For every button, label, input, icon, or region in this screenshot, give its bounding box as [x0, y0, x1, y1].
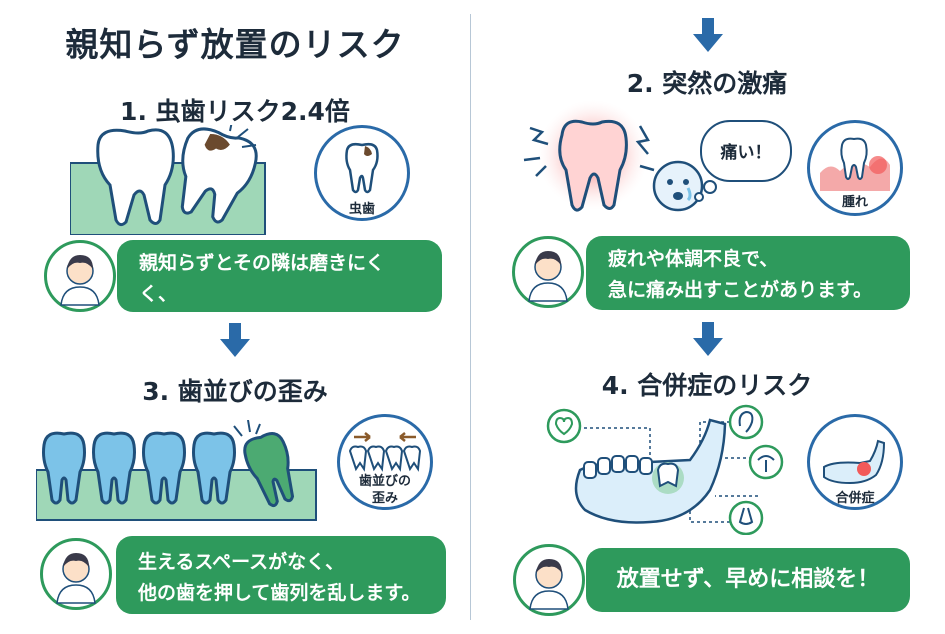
section3-speech-bubble: 生えるスペースがなく、 他の歯を押して歯列を乱します。 [116, 536, 446, 614]
bubble-line: 急に痛み出すことがあります。 [608, 279, 873, 301]
painful-tooth-illustration [523, 100, 704, 212]
doctor-avatar-icon [529, 559, 569, 610]
thought-text: 痛い！ [720, 143, 772, 163]
crowded-teeth-illustration [36, 420, 317, 521]
bubble-line: リスク急増！ [139, 314, 254, 336]
thought-dot [703, 180, 717, 194]
section4-speech-bubble: 放置せず、早めに相談を！ [586, 548, 910, 612]
joint-icon [757, 455, 775, 472]
crowding-icon-circle: 歯並びの 歪み [337, 414, 433, 510]
bubble-line: 疲れや体調不良で、 [608, 248, 779, 270]
jaw-icon [823, 439, 886, 485]
swelling-icon-circle: 腫れ [807, 120, 903, 216]
nose-icon [738, 507, 754, 525]
crowding-icon-caption: 歯並びの 歪み [340, 473, 430, 507]
section3-heading: 3. 歯並びの歪み [142, 377, 328, 406]
doctor-avatar-icon [56, 553, 96, 604]
down-arrow [220, 323, 250, 357]
swelling-icon-caption: 腫れ [841, 195, 868, 210]
cavity-icon-circle: 虫歯 [314, 125, 410, 221]
cavity-icon-caption: 虫歯 [348, 202, 375, 217]
doctor-avatar-2 [512, 236, 584, 308]
section4-heading: 4. 合併症のリスク [601, 371, 813, 400]
bubble-line: 親知らずとその隣は磨きにくく、 [139, 252, 385, 305]
jaw-complication-illustration [546, 404, 784, 535]
thought-dot [694, 192, 704, 202]
doctor-avatar-icon [60, 255, 100, 306]
bubble-line: 生えるスペースがなく、 [138, 551, 345, 573]
thought-bubble: 痛い！ [700, 120, 792, 182]
bubble-line: 他の歯を押して歯列を乱します。 [138, 582, 421, 604]
section2-heading: 2. 突然の激痛 [626, 69, 788, 98]
down-arrow [693, 18, 723, 52]
crowding-icon [348, 432, 422, 472]
down-arrow [693, 322, 723, 356]
section1-heading: 1. 虫歯リスク2.4倍 [120, 97, 350, 126]
cavity-teeth-illustration [70, 125, 266, 235]
doctor-avatar-4 [513, 544, 585, 616]
complication-icon-circle: 合併症 [807, 414, 903, 510]
ear-icon [738, 410, 754, 433]
doctor-avatar-1 [44, 240, 116, 312]
section1-speech-bubble: 親知らずとその隣は磨きにくく、 リスク急増！ [117, 240, 442, 336]
caption-line: 歪み [371, 491, 398, 506]
section2-speech-bubble: 疲れや体調不良で、 急に痛み出すことがあります。 [586, 236, 910, 310]
tooth-cavity-icon [345, 142, 379, 194]
heart-icon [554, 416, 574, 436]
complication-icon-caption: 合併症 [835, 491, 875, 506]
caption-line: 歯並びの [358, 474, 411, 489]
page-title: 親知らず放置のリスク [65, 25, 405, 64]
swollen-gum-icon [820, 137, 890, 191]
doctor-avatar-3 [40, 538, 112, 610]
doctor-avatar-icon [528, 251, 568, 302]
center-divider [470, 14, 471, 620]
